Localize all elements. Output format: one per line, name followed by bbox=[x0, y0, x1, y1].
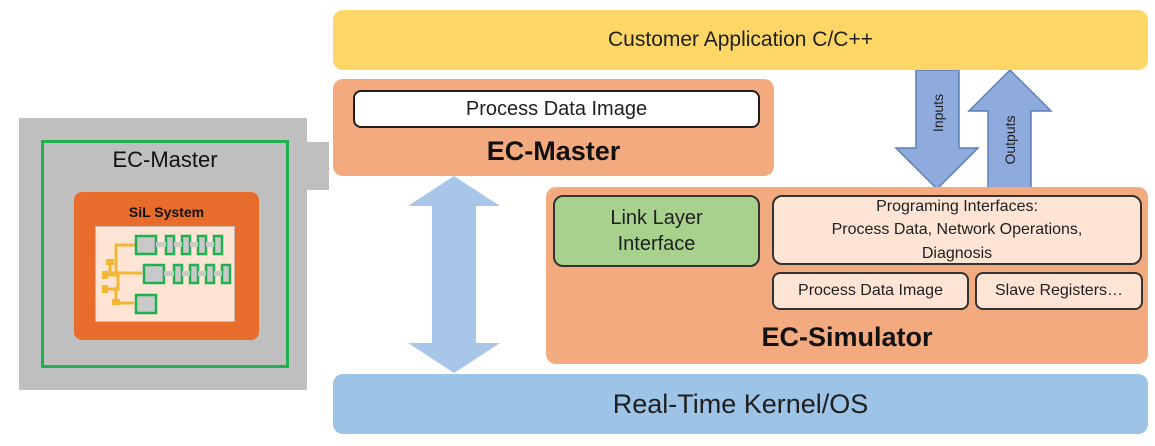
double-arrow-icon bbox=[408, 176, 500, 373]
device-connector bbox=[305, 142, 329, 190]
device-title: EC-Master bbox=[112, 147, 218, 172]
circuit-traces-icon bbox=[102, 234, 232, 315]
simulator-process-data-image: Process Data Image bbox=[772, 272, 969, 310]
slave-registers-box: Slave Registers… bbox=[975, 272, 1143, 310]
link-layer-interface-box: Link Layer Interface bbox=[553, 195, 760, 267]
circuit-board-icon bbox=[95, 226, 235, 322]
programming-interfaces-line-2: Process Data, Network Operations, bbox=[831, 221, 1083, 239]
ec-simulator-label: EC-Simulator bbox=[761, 321, 933, 352]
master-process-data-image-label: Process Data Image bbox=[465, 97, 648, 120]
outputs-arrow-label: Outputs bbox=[1002, 115, 1018, 164]
customer-application-layer: Customer Application C/C++ bbox=[333, 10, 1148, 70]
programming-interfaces-box: Programing Interfaces: Process Data, Net… bbox=[772, 195, 1142, 265]
device-frame bbox=[41, 140, 289, 368]
ec-master-label: EC-Master bbox=[486, 135, 621, 166]
simulator-process-data-image-label: Process Data Image bbox=[798, 282, 943, 299]
slave-registers-label: Slave Registers… bbox=[994, 282, 1124, 299]
sil-system-label: SiL System bbox=[128, 204, 205, 220]
programming-interfaces-line-1: Programing Interfaces: bbox=[876, 198, 1038, 216]
rtos-layer: Real-Time Kernel/OS bbox=[333, 374, 1148, 434]
master-process-data-image: Process Data Image bbox=[353, 90, 760, 128]
inputs-arrow-icon bbox=[894, 69, 980, 191]
link-layer-interface-label: Link Layer Interface bbox=[610, 207, 703, 255]
customer-application-label: Customer Application C/C++ bbox=[608, 28, 873, 51]
rtos-label: Real-Time Kernel/OS bbox=[612, 388, 869, 419]
programming-interfaces-line-3: Diagnosis bbox=[921, 244, 993, 262]
inputs-arrow-label: Inputs bbox=[930, 94, 946, 132]
